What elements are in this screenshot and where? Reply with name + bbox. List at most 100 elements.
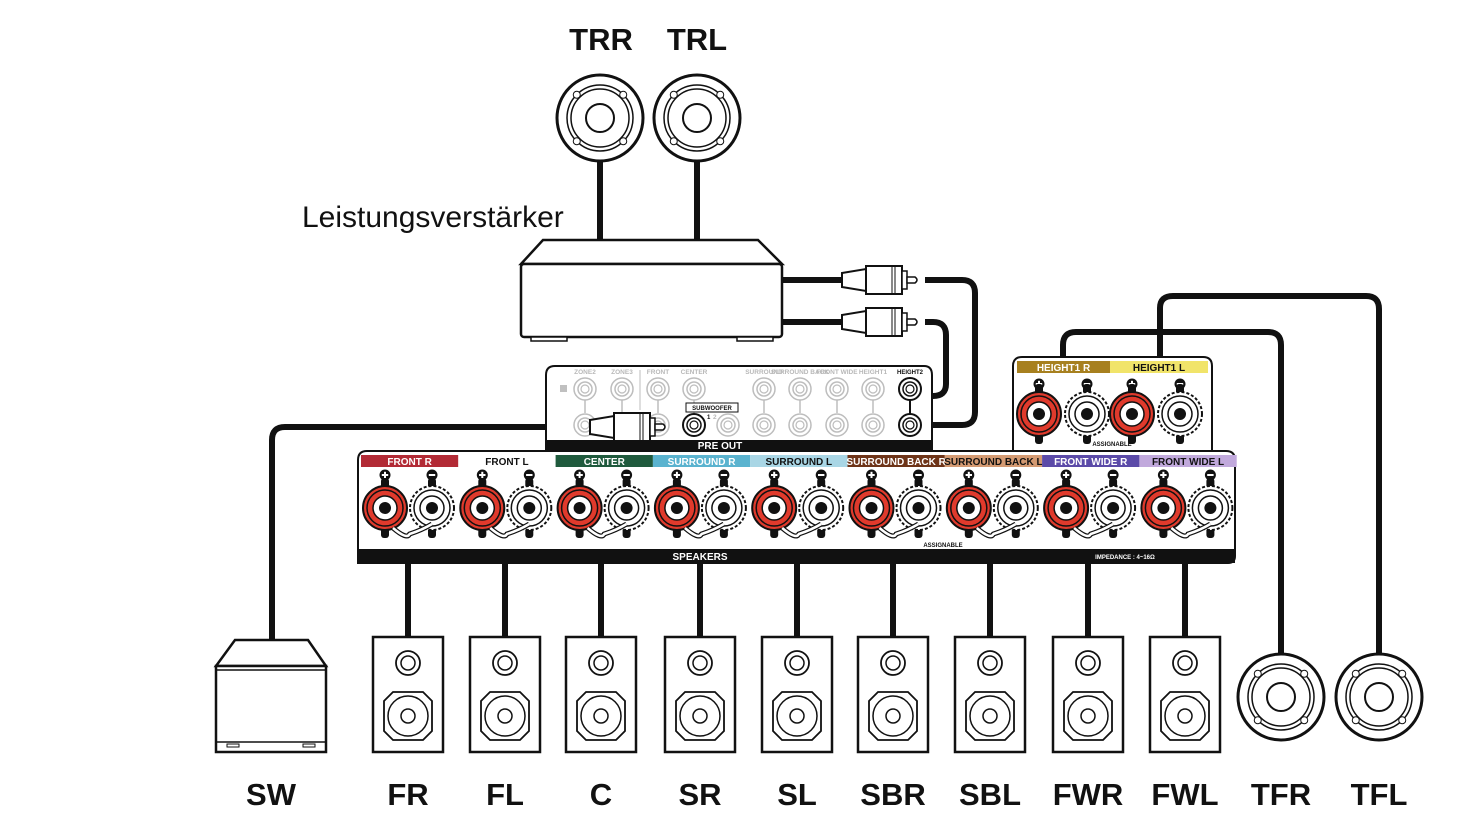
terminal-hole [379,502,391,514]
rca-plug-1 [841,265,918,295]
woofer-frame [1063,691,1113,741]
jack-inner [905,384,915,394]
woofer-frame [480,691,530,741]
sign-bar [915,474,922,476]
tweeter-inner [982,655,998,671]
channel-bar [555,455,653,467]
woofer-frame [965,691,1015,741]
plus-icon [379,469,391,481]
jack-label-height2: HEIGHT2 [897,370,924,376]
impedance-label: IMPEDANCE : 4~16Ω [1095,555,1155,561]
tweeter-outer [687,650,713,676]
jack-inner [795,384,805,394]
minus-icon [1204,469,1216,481]
tweeter-inner [400,655,416,671]
tweeter-outer [1172,650,1198,676]
cable-tfl [1157,293,1382,655]
tweeter-inner [1177,655,1193,671]
tweeter-outer [395,650,421,676]
plus-icon [768,469,780,481]
terminal-hole [1081,408,1093,420]
jack-label: CENTER [681,369,708,376]
rca-boot [589,414,615,440]
ceiling-speaker-ring-inner [667,88,727,148]
minus-icon [523,469,535,481]
sign-bar [720,474,728,476]
terminal-hole [523,502,536,514]
woofer-cone [580,695,622,737]
subwoofer-top [213,638,329,668]
channel-label: FRONT R [387,457,432,468]
tweeter-inner [789,655,805,671]
jack-outer [752,413,776,437]
sign-bar [1207,474,1214,476]
jack-outer [716,413,740,437]
jack-label: FRONT WIDE [816,369,858,376]
plus-icon [1060,469,1072,481]
speaker-sr: SR [663,635,737,812]
speaker-trl: TRL [652,22,742,163]
height2-jack-2 [898,413,922,437]
sign-bar [1012,474,1019,476]
sign-bar-vertical [481,471,484,479]
woofer-cone [387,695,429,737]
pre-out-title: PRE OUT [698,441,742,452]
terminal-plus [1043,478,1090,538]
speaker-label: SBL [959,777,1021,812]
jack-inner [868,420,878,430]
jack-inner [723,420,733,430]
terminal-plus [459,478,506,538]
jack-mid [902,417,918,433]
woofer-dustcap [497,708,513,724]
jack-inner [689,420,699,430]
sign-bar [1109,474,1117,476]
jack-inner [832,384,842,394]
speaker-label: TFL [1351,777,1408,812]
woofer-cone [872,695,914,737]
minus-icon [1107,469,1119,481]
terminal-hole [1157,502,1170,514]
ceiling-speaker-cone [1266,682,1296,712]
sign-bar-vertical [578,471,581,479]
terminal-plus [653,478,700,538]
ceiling-speaker-frame [652,73,742,163]
channel-bar [652,455,751,467]
wire-hook-inner [489,522,530,538]
tweeter-inner [692,655,708,671]
woofer-cone [969,695,1011,737]
terminal-hole [1060,502,1073,514]
speaker-tfl: TFL [1334,652,1424,812]
jack-label: ZONE3 [611,369,633,376]
subwoofer-foot [302,743,316,748]
plus-icon [574,469,586,481]
terminal-plus [848,478,895,538]
screw-hole [1253,716,1262,725]
terminal-hole [1126,408,1138,420]
amp-foot-left [530,336,568,342]
jack-mid [792,417,808,433]
screw-hole [1253,669,1262,678]
minus-icon [815,469,827,481]
power-amp-label: Leistungsverstärker [302,201,564,234]
screw-hole [716,90,725,99]
preout-jack-top [573,377,597,401]
woofer-dustcap [789,708,805,724]
speaker-sl: SL [760,635,834,812]
speaker-label: SL [777,777,817,812]
rca-tip [906,276,918,284]
channel-label: SURROUND R [668,457,737,468]
amp-body [519,262,784,339]
speaker-label: C [590,777,612,812]
jack-inner [832,420,842,430]
woofer-cone [484,695,526,737]
woofer-frame [868,691,918,741]
woofer-dustcap [1177,708,1193,724]
terminal-hole [670,502,683,514]
rca-plug-subwoofer [589,412,666,442]
tweeter-inner [497,655,513,671]
terminal-hole [912,502,925,514]
channel-label: SURROUND L [766,457,833,468]
jack-label: HEIGHT1 [859,369,888,376]
